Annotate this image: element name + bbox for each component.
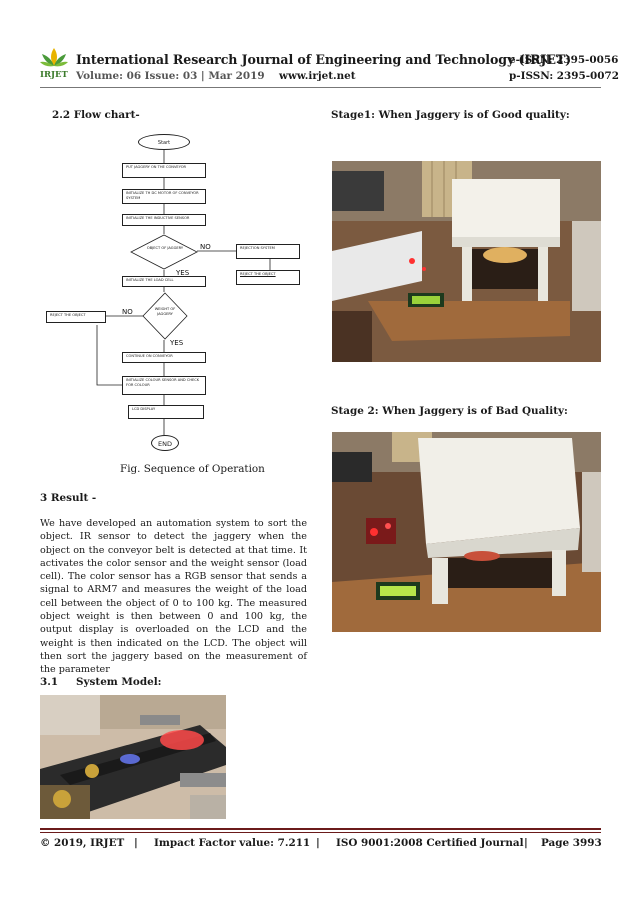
volume-issue: Volume: 06 Issue: 03 | Mar 2019 [76, 70, 265, 82]
flow-no-label: NO [200, 243, 211, 251]
flow-step-label: INITIALIZE TH DC MOTOR OF CONVEYOR SYSTE… [126, 191, 199, 200]
footer-page-number: Page 3993 [541, 837, 602, 849]
system-model-heading: System Model: [76, 676, 162, 688]
footer-impact-factor: Impact Factor value: 7.211 [154, 837, 311, 849]
flow-reject-object-right: REJECT THE OBJECT [236, 270, 300, 285]
flow-step-init-motor: INITIALIZE TH DC MOTOR OF CONVEYOR SYSTE… [122, 189, 206, 204]
flow-step-label: LCD DISPLAY [132, 407, 156, 411]
system-model-number: 3.1 [40, 676, 59, 688]
flow-step-init-loadcell: INITIALIZE THE LOAD CELL [122, 276, 206, 287]
logo-leaf-icon [40, 48, 68, 67]
flow-step-label: PUT JAGGERY ON THE CONVEYOR [126, 165, 187, 169]
flow-step-label: REJECTION SYSTEM [240, 246, 275, 250]
flowchart-connectors [96, 150, 271, 435]
flow-start-label: Start [157, 140, 171, 146]
website-link[interactable]: www.irjet.net [279, 70, 356, 82]
p-issn: p-ISSN: 2395-0072 [509, 70, 619, 82]
flow-step-label: INITIALIZE COLOUR SENSOR AND CHECK FOR C… [126, 378, 200, 387]
footer-rule [40, 828, 601, 830]
flow-decision-weight-label: WEIGHT OF JAGGERY [154, 307, 176, 316]
flow-step-label: INITIALIZE THE INDUCTIVE SENSOR [126, 216, 190, 220]
flow-yes-label: YES [176, 269, 190, 277]
flow-end-label: END [158, 440, 172, 448]
result-paragraph: We have developed an automation system t… [40, 518, 307, 676]
flow-step-lcd: LCD DISPLAY [128, 405, 204, 419]
flow-yes-label: YES [170, 339, 184, 347]
flow-step-label: CONTINUE ON CONVEYOR [126, 354, 173, 358]
flow-reject-object-left: REJECT THE OBJECT [46, 311, 106, 323]
stage1-heading: Stage1: When Jaggery is of Good quality: [331, 109, 570, 121]
flow-step-label: REJECT THE OBJECT [50, 313, 86, 317]
flow-decision-object [130, 234, 198, 270]
flow-start: Start [138, 134, 190, 150]
header-rule [40, 87, 601, 88]
footer-iso: ISO 9001:2008 Certified Journal [336, 837, 524, 849]
flow-end: END [151, 435, 179, 451]
flow-chart-heading: 2.2 Flow chart- [52, 109, 140, 121]
flow-decision-object-label: OBJECT OF JAGGERY [146, 246, 184, 250]
figure-caption: Fig. Sequence of Operation [120, 463, 265, 475]
logo-text: IRJET [40, 70, 68, 80]
footer-rule-thin [40, 832, 601, 833]
flow-step-label: REJECT THE OBJECT [240, 272, 276, 276]
journal-title: International Research Journal of Engine… [76, 52, 571, 67]
flowchart: Start PUT JAGGERY ON THE CONVEYOR INITIA… [40, 130, 310, 455]
flow-step-put-jaggery: PUT JAGGERY ON THE CONVEYOR [122, 163, 206, 178]
stage2-heading: Stage 2: When Jaggery is of Bad Quality: [331, 405, 568, 417]
flow-no-label: NO [122, 308, 133, 316]
flow-step-label: INITIALIZE THE LOAD CELL [126, 278, 174, 282]
stage1-photo [332, 161, 601, 362]
journal-logo: IRJET [38, 46, 70, 80]
system-model-photo [40, 695, 226, 819]
footer-separator: | [316, 837, 320, 849]
footer-separator: | [524, 837, 528, 849]
footer-separator: | [134, 837, 138, 849]
footer-copyright: © 2019, IRJET [40, 837, 125, 849]
flow-decision-weight [142, 292, 188, 340]
stage2-photo [332, 432, 601, 632]
flow-step-continue: CONTINUE ON CONVEYOR [122, 352, 206, 363]
e-issn: e-ISSN: 2395-0056 [509, 54, 619, 66]
result-heading: 3 Result - [40, 492, 97, 504]
flow-step-colour-sensor: INITIALIZE COLOUR SENSOR AND CHECK FOR C… [122, 376, 206, 395]
flow-rejection-system: REJECTION SYSTEM [236, 244, 300, 259]
flow-step-init-inductive: INITIALIZE THE INDUCTIVE SENSOR [122, 214, 206, 226]
